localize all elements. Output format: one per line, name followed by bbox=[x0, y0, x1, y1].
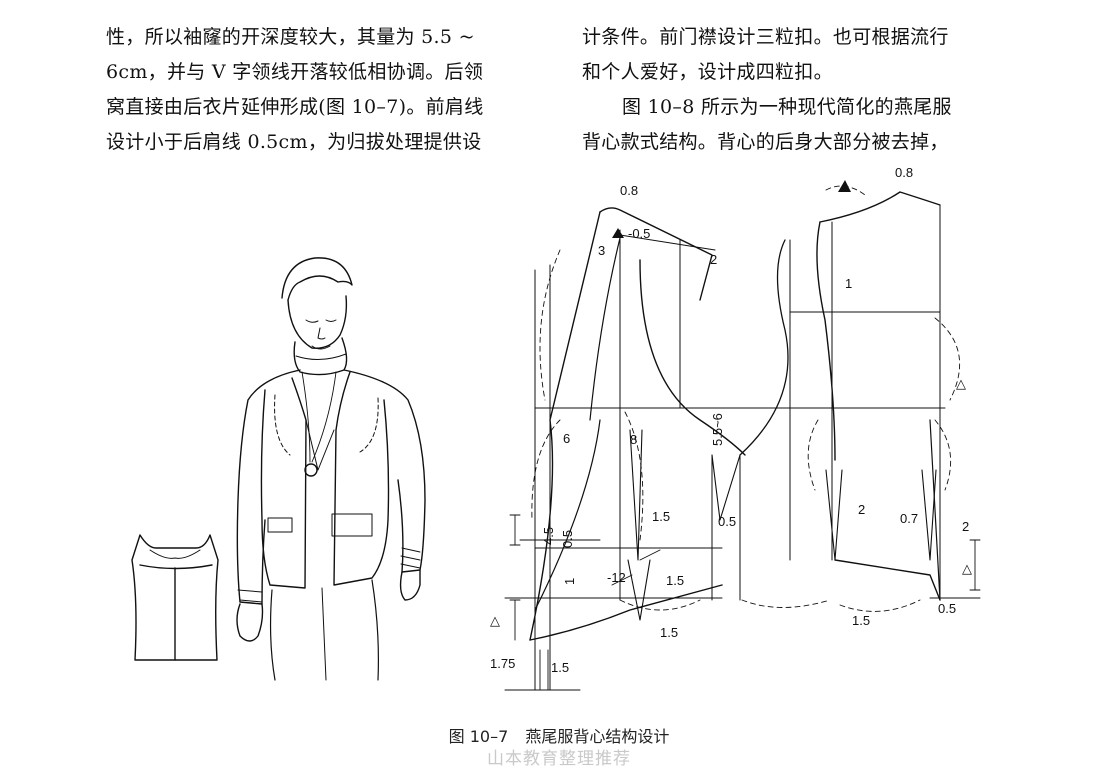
pattern-markers bbox=[612, 180, 851, 238]
dim-triangle-left: △ bbox=[490, 613, 500, 628]
dim-12: -12 bbox=[607, 570, 626, 585]
caption-title: 燕尾服背心结构设计 bbox=[525, 727, 670, 746]
figure-caption: 图 10–7 燕尾服背心结构设计 bbox=[0, 723, 1118, 747]
text-column-left: 性，所以袖窿的开深度较大，其量为 5.5 ~ 6cm，并与 V 字领线开落较低相… bbox=[106, 20, 546, 160]
pattern-figure: 0.8 0.8 -0.5 3 2 1 6 8 5.5~6 4.5 0.5 1 -… bbox=[131, 165, 981, 691]
text-column-right: 计条件。前门襟设计三粒扣。也可根据流行 和个人爱好，设计成四粒扣。 图 10–8… bbox=[582, 20, 1022, 160]
dim-1-5-d: 1.5 bbox=[852, 613, 870, 628]
dim-3: 3 bbox=[598, 243, 605, 258]
left-line-2: 6cm，并与 V 字领线开落较低相协调。后领 bbox=[106, 61, 484, 83]
right-line-4: 背心款式结构。背心的后身大部分被去掉， bbox=[582, 131, 949, 153]
dim-0-5-top: -0.5 bbox=[628, 226, 650, 241]
dim-1-5-a: 1.5 bbox=[652, 509, 670, 524]
dim-0-8-right: 0.8 bbox=[895, 165, 913, 180]
right-line-2: 和个人爱好，设计成四粒扣。 bbox=[582, 61, 833, 83]
dim-0-7: 0.7 bbox=[900, 511, 918, 526]
dim-1-left: 1 bbox=[562, 578, 577, 585]
dim-1-5-e: 1.5 bbox=[551, 660, 569, 675]
right-line-1: 计条件。前门襟设计三粒扣。也可根据流行 bbox=[582, 26, 949, 48]
dim-0-8-left: 0.8 bbox=[620, 183, 638, 198]
dim-2-right: 2 bbox=[962, 519, 969, 534]
right-line-3: 图 10–8 所示为一种现代简化的燕尾服 bbox=[622, 96, 952, 118]
dim-4-5: 4.5 bbox=[541, 527, 556, 545]
dim-1-5-c: 1.5 bbox=[660, 625, 678, 640]
dimension-labels: 0.8 0.8 -0.5 3 2 1 6 8 5.5~6 4.5 0.5 1 -… bbox=[490, 165, 972, 675]
dim-0-5-mid: 0.5 bbox=[718, 514, 736, 529]
dim-2-top: 2 bbox=[710, 252, 717, 267]
left-line-4: 设计小于后肩线 0.5cm，为归拔处理提供设 bbox=[106, 131, 482, 153]
dim-1-75: 1.75 bbox=[490, 656, 515, 671]
dim-triangle-right-top: △ bbox=[956, 376, 966, 391]
dim-1-right: 1 bbox=[845, 276, 852, 291]
dim-8: 8 bbox=[630, 432, 637, 447]
back-view-sketch bbox=[131, 534, 219, 661]
left-line-3: 窝直接由后衣片延伸形成(图 10–7)。前肩线 bbox=[106, 96, 484, 118]
dim-triangle-right-bottom: △ bbox=[962, 561, 972, 576]
pattern-draft bbox=[504, 185, 981, 691]
dim-2-mid: 2 bbox=[858, 502, 865, 517]
watermark: 山本教育整理推荐 bbox=[487, 749, 631, 769]
dim-0-5-bottom: 0.5 bbox=[938, 601, 956, 616]
dim-1-5-b: 1.5 bbox=[666, 573, 684, 588]
dim-5-5-6: 5.5~6 bbox=[710, 413, 725, 446]
left-line-1: 性，所以袖窿的开深度较大，其量为 5.5 ~ bbox=[106, 26, 475, 48]
model-illustration bbox=[236, 257, 426, 681]
dim-6: 6 bbox=[563, 431, 570, 446]
caption-number: 图 10–7 bbox=[448, 727, 509, 746]
dim-0-5-left: 0.5 bbox=[560, 530, 575, 548]
